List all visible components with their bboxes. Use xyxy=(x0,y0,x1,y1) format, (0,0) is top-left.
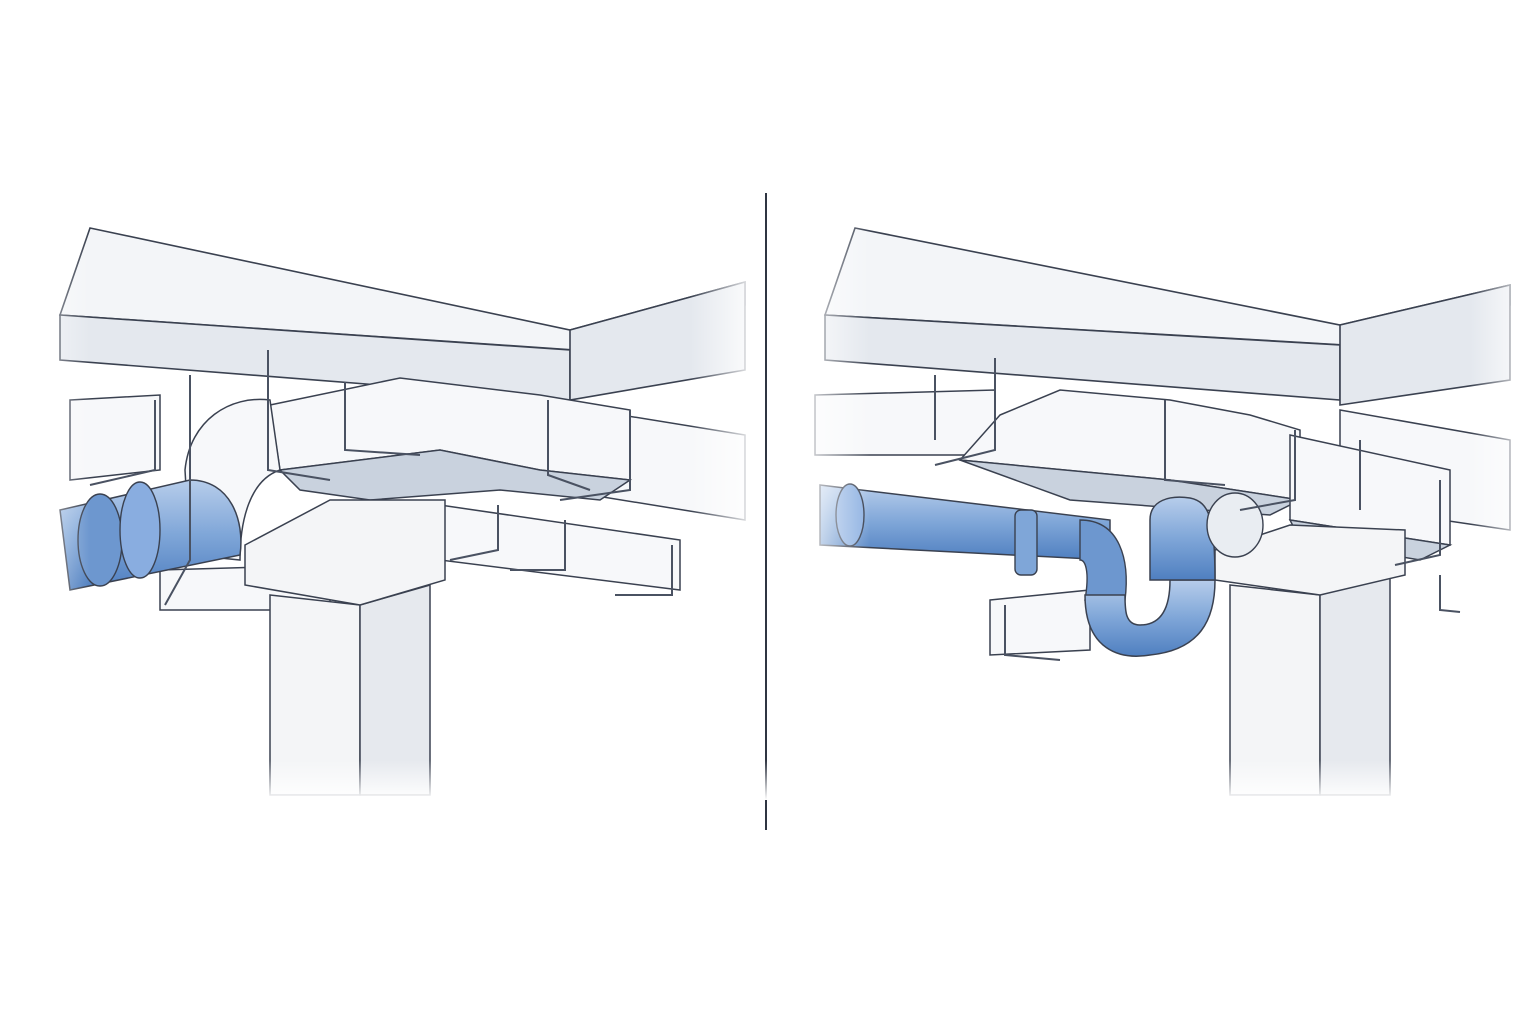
left-panel xyxy=(0,200,760,796)
pipe-coupling xyxy=(1014,509,1038,576)
pipe-riser xyxy=(1149,496,1216,581)
pipe-u-bend xyxy=(1084,579,1216,657)
duct-hangers xyxy=(934,358,1461,661)
pipe-collar xyxy=(1206,492,1264,558)
duct-hangers xyxy=(89,350,673,606)
main-duct-underside xyxy=(959,459,1303,516)
column-capital xyxy=(244,499,446,606)
right-panel xyxy=(790,200,1536,796)
lower-duct xyxy=(439,504,681,591)
main-duct-underside xyxy=(278,449,633,501)
pipe-coupling xyxy=(119,481,161,579)
lower-duct xyxy=(989,589,1091,656)
